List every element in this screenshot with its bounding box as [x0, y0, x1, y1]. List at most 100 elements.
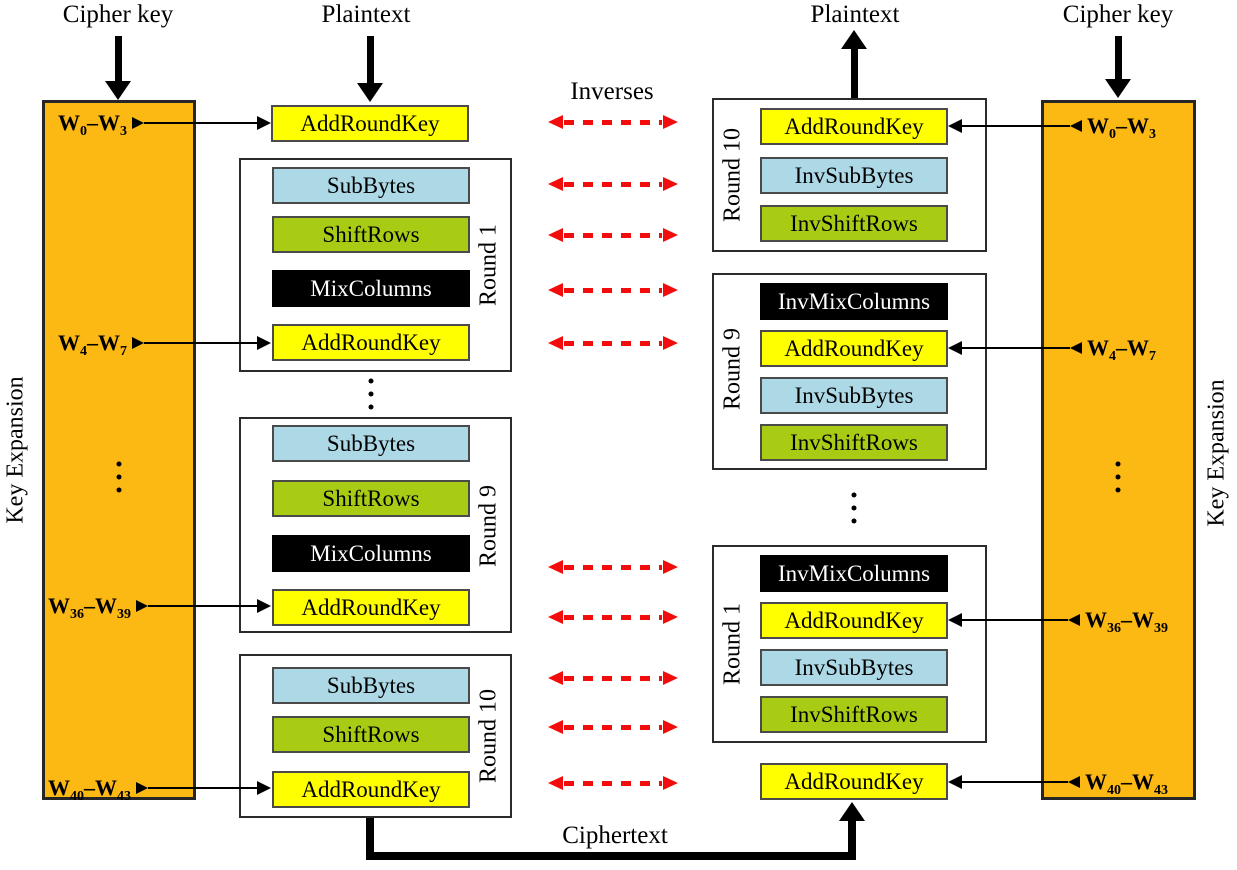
- inverse-arrow-9: [548, 720, 678, 734]
- dec-final-addroundkey-box: AddRoundKey: [760, 763, 948, 800]
- enc-round1-mixcolumns-box: MixColumns: [272, 270, 470, 307]
- enc-round9-label: Round 9: [475, 484, 502, 568]
- key-range-w40-w43-right: W40–W43: [948, 768, 1188, 798]
- arrow-left-icon: [548, 610, 563, 624]
- arrow-right-icon: [663, 228, 678, 242]
- dec-round9-invsubbytes-box: InvSubBytes: [760, 377, 948, 414]
- enc-round10-addroundkey-box: AddRoundKey: [272, 771, 470, 808]
- arrow-shaft: [115, 36, 122, 83]
- plaintext-label-right: Plaintext: [810, 1, 900, 28]
- enc-round1-subbytes-box: SubBytes: [272, 167, 470, 204]
- key-range-w36-w39-right: W36–W39: [948, 606, 1188, 636]
- dashed-line: [564, 724, 662, 730]
- inverse-arrow-2: [548, 177, 678, 191]
- arrow-right-icon: [663, 115, 678, 129]
- enc-round1-shiftrows-box: ShiftRows: [272, 216, 470, 253]
- ciphertext-label: Ciphertext: [562, 822, 668, 849]
- enc-round9-addroundkey-box: AddRoundKey: [272, 589, 470, 626]
- arrow-down-icon: [357, 83, 383, 102]
- inverse-arrow-7: [548, 610, 678, 624]
- arrow-down-icon: [1105, 79, 1131, 98]
- arrow-line: [144, 342, 257, 344]
- key-range-text: W4–W7: [58, 330, 127, 359]
- arrow-left-icon: [548, 720, 563, 734]
- inverse-arrow-6: [548, 560, 678, 574]
- arrow-shaft: [367, 36, 374, 85]
- arrow-line: [962, 781, 1068, 783]
- arrow-right-icon: [663, 720, 678, 734]
- dashed-line: [564, 614, 662, 620]
- inverse-arrow-4: [548, 283, 678, 297]
- arrow-start-icon: [136, 782, 148, 794]
- arrow-right-icon: [663, 610, 678, 624]
- key-range-w4-w7-left: W4–W7: [48, 329, 271, 359]
- arrow-start-icon: [1068, 614, 1080, 626]
- dec-round1-invsubbytes-box: InvSubBytes: [760, 649, 948, 686]
- key-range-text: W0–W3: [1087, 113, 1156, 142]
- arrow-up-icon: [839, 802, 865, 821]
- arrow-right-icon: [663, 336, 678, 350]
- arrow-right-icon: [663, 776, 678, 790]
- enc-round10-subbytes-box: SubBytes: [272, 667, 470, 704]
- arrow-head-icon: [257, 599, 271, 613]
- inverse-arrow-3: [548, 228, 678, 242]
- cipher-key-label-left: Cipher key: [62, 1, 174, 28]
- dec-round10-label: Round 10: [719, 127, 746, 223]
- arrow-left-icon: [548, 776, 563, 790]
- key-expansion-bar-right: [1041, 100, 1196, 800]
- dec-round10-addroundkey-box: AddRoundKey: [760, 108, 948, 145]
- arrow-start-icon: [136, 600, 148, 612]
- arrow-right-icon: [663, 560, 678, 574]
- arrow-head-icon: [948, 119, 962, 133]
- arrow-start-icon: [132, 337, 144, 349]
- dec-round9-invshiftrows-box: InvShiftRows: [760, 424, 948, 461]
- arrow-left-icon: [548, 228, 563, 242]
- dashed-line: [564, 780, 662, 786]
- inverse-arrow-8: [548, 671, 678, 685]
- dashed-line: [564, 675, 662, 681]
- dec-round10-invsubbytes-box: InvSubBytes: [760, 157, 948, 194]
- arrow-right-icon: [663, 283, 678, 297]
- dec-round1-invshiftrows-box: InvShiftRows: [760, 696, 948, 733]
- enc-round9-mixcolumns-box: MixColumns: [272, 535, 470, 572]
- enc-column-ellipsis: [368, 378, 374, 410]
- key-range-text: W0–W3: [58, 110, 127, 139]
- key-range-text: W36–W39: [48, 593, 131, 622]
- left-bar-ellipsis: [116, 461, 122, 493]
- arrow-start-icon: [1070, 342, 1082, 354]
- arrow-left-icon: [548, 671, 563, 685]
- enc-round1-addroundkey-box: AddRoundKey: [272, 324, 470, 361]
- right-bar-ellipsis: [1115, 461, 1121, 493]
- arrow-line: [962, 619, 1068, 621]
- arrow-right-icon: [663, 671, 678, 685]
- enc-round9-subbytes-box: SubBytes: [272, 425, 470, 462]
- dashed-line: [564, 340, 662, 346]
- key-range-w4-w7-right: W4–W7: [948, 334, 1188, 364]
- key-range-w0-w3-right: W0–W3: [948, 112, 1188, 142]
- dashed-line: [564, 564, 662, 570]
- key-range-text: W36–W39: [1085, 607, 1168, 636]
- enc-round1-label: Round 1: [475, 223, 502, 307]
- key-range-text: W40–W43: [1085, 769, 1168, 798]
- dashed-line: [564, 232, 662, 238]
- enc-round9-shiftrows-box: ShiftRows: [272, 480, 470, 517]
- arrow-start-icon: [1068, 776, 1080, 788]
- key-range-text: W40–W43: [48, 775, 131, 804]
- inverse-arrow-1: [548, 115, 678, 129]
- enc-round10-label: Round 10: [475, 688, 502, 784]
- arrow-head-icon: [948, 341, 962, 355]
- dec-round10-invshiftrows-box: InvShiftRows: [760, 205, 948, 242]
- dec-round1-invmixcolumns-box: InvMixColumns: [760, 555, 948, 592]
- dec-round9-invmixcolumns-box: InvMixColumns: [760, 283, 948, 320]
- arrow-start-icon: [132, 117, 144, 129]
- arrow-line: [148, 605, 257, 607]
- arrow-shaft: [366, 818, 374, 860]
- enc-round10-shiftrows-box: ShiftRows: [272, 716, 470, 753]
- cipher-key-label-right: Cipher key: [1062, 1, 1174, 28]
- arrow-left-icon: [548, 177, 563, 191]
- arrow-head-icon: [257, 336, 271, 350]
- arrow-line: [962, 347, 1070, 349]
- arrow-shaft: [1115, 36, 1122, 81]
- key-range-w40-w43-left: W40–W43: [44, 774, 271, 804]
